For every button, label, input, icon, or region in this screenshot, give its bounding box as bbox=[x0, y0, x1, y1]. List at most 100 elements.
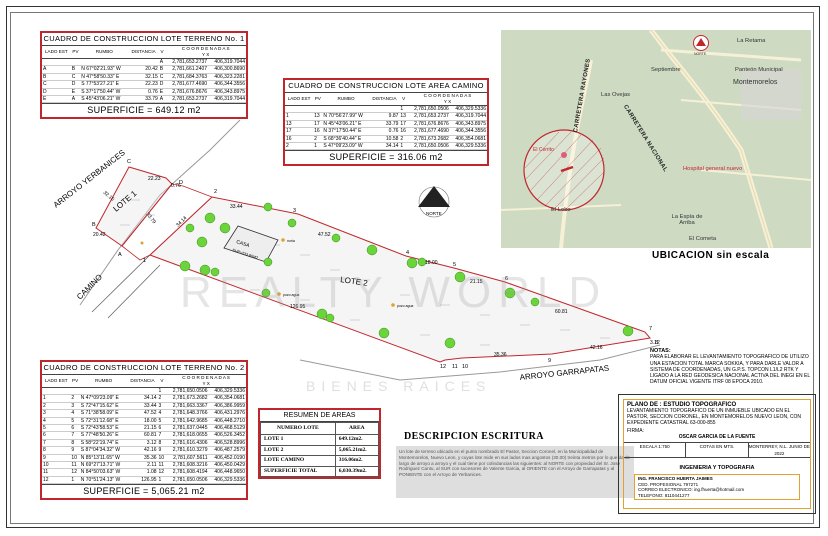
table-cell: S 72°47'15.62" E bbox=[79, 402, 128, 411]
dist-label: 47.52 bbox=[318, 232, 331, 238]
map-roads bbox=[501, 30, 811, 248]
table-cell: 16 bbox=[399, 127, 408, 136]
lote2-polygon bbox=[149, 196, 651, 363]
north-label: NORTE bbox=[426, 211, 442, 216]
resumen-title: RESUMEN DE AREAS bbox=[260, 410, 379, 422]
table-cell: 3 bbox=[42, 409, 71, 418]
table-cell: 406,431.2976 bbox=[208, 409, 246, 418]
col-header: PV bbox=[70, 46, 81, 59]
arroyo-yerbanices-line bbox=[79, 119, 241, 306]
table-cell: 406,300.8690 bbox=[208, 65, 246, 74]
coord-header-text: C O O R D E N A D A S bbox=[423, 93, 472, 98]
table-cell: 406,343.8975 bbox=[208, 88, 246, 97]
table-cell: 406,354.0681 bbox=[449, 135, 487, 144]
table-cell: 2,781,607.5611 bbox=[166, 454, 209, 463]
table-cell: 1 bbox=[70, 476, 80, 485]
table-cell: 2,781,676.8676 bbox=[408, 120, 450, 129]
resumen-cell: 5,065.21m2. bbox=[334, 444, 380, 456]
col-header-y: Y bbox=[202, 381, 206, 386]
notas-text: PARA ELABORAR EL LEVANTAMIENTO TOPOGRAFI… bbox=[650, 354, 810, 386]
vertex-label: D bbox=[179, 180, 183, 186]
coord-header-text: C O O R D E N A D A S bbox=[182, 375, 230, 380]
col-header: PV bbox=[70, 375, 80, 388]
col-header: V bbox=[158, 46, 166, 59]
table-cell bbox=[42, 58, 71, 67]
pozo-label-2: pozo agua bbox=[397, 304, 413, 308]
table-cell: 406,319.7044 bbox=[449, 112, 487, 121]
casa-label: CASA bbox=[235, 239, 250, 249]
vertex-label: B bbox=[92, 222, 96, 228]
north-arrow-icon bbox=[418, 186, 450, 218]
plano-ing: ING. FRANCISCO HUERTA JAIMES bbox=[638, 476, 713, 481]
title-block-inner: PLANO DE : ESTUDIO TOPOGRAFICO LEVANTAMI… bbox=[623, 399, 811, 509]
col-header: PV bbox=[313, 93, 323, 106]
table-cell: 2,781,653.2737 bbox=[165, 95, 209, 104]
outer-frame bbox=[6, 6, 820, 528]
plano-responsable: OSCAR GARCIA DE LA FUENTE bbox=[678, 434, 756, 440]
table-cell: 13 bbox=[285, 120, 314, 129]
table-cell: N 85°13'11.65" W bbox=[79, 454, 128, 463]
table-cell: 4 bbox=[157, 409, 167, 418]
table-cell: 10 bbox=[42, 461, 71, 470]
table-cell: 0.76 bbox=[128, 88, 159, 97]
dist-label: 22.23 bbox=[148, 176, 161, 182]
watermark-sub: BIENES RAICES bbox=[306, 378, 492, 394]
table-cell: 2 bbox=[285, 142, 314, 151]
col-header: LADO EST bbox=[42, 375, 71, 388]
resumen-cell: 6,030.39m2. bbox=[334, 465, 380, 477]
table-cell: 16 bbox=[285, 135, 314, 144]
table-cell: 406,468.5129 bbox=[208, 424, 246, 433]
col-header-x: X bbox=[206, 52, 210, 57]
table-cell bbox=[70, 58, 81, 67]
table-cell: 17 bbox=[313, 120, 323, 129]
table-cell: S 77°53'27.21" E bbox=[80, 80, 129, 89]
table-cell: 406,329.5336 bbox=[449, 142, 487, 151]
trees bbox=[179, 202, 634, 349]
vertex-label: 10 bbox=[462, 364, 468, 370]
table-cell: 2,781,608.3216 bbox=[166, 461, 209, 470]
arroyo-garrapatas-label: ARROYO GARRAPATAS bbox=[519, 364, 609, 382]
table-cell: 8 bbox=[157, 439, 167, 448]
col-header: DISTANCIA bbox=[127, 375, 158, 388]
table-cell: A bbox=[158, 95, 166, 104]
camino-polygon bbox=[121, 183, 213, 261]
table-cell: N 37°17'50.44" E bbox=[322, 127, 370, 136]
table-cell: 8 bbox=[70, 439, 80, 448]
table-cell: S 72°43'58.53" E bbox=[79, 424, 128, 433]
table-cell: 2,781,616.4306 bbox=[166, 439, 209, 448]
vertex-label: 4 bbox=[406, 250, 409, 256]
table-cell bbox=[369, 105, 400, 114]
location-map[interactable]: NORTE La Retama Septiembre Panteón Munic… bbox=[501, 30, 811, 248]
table-cell: 7 bbox=[70, 431, 80, 440]
dist-label: 42.16 bbox=[590, 345, 603, 351]
map-label-montemorelos: Montemorelos bbox=[733, 79, 778, 86]
camino-line-1 bbox=[91, 254, 151, 313]
table-cell: 3 bbox=[157, 402, 167, 411]
table-cell: N 70°56'27.99" W bbox=[322, 112, 370, 121]
table-cell: 33.79 bbox=[369, 120, 400, 129]
table-cell: 406,344.3556 bbox=[449, 127, 487, 136]
table-cell: 2,781,663.3367 bbox=[166, 402, 209, 411]
table-cell: 406,343.8975 bbox=[449, 120, 487, 129]
col-header: DISTANCIA bbox=[369, 93, 400, 106]
lote2-table-title: CUADRO DE CONSTRUCCION LOTE TERRENO No. … bbox=[42, 362, 246, 375]
table-cell: 5 bbox=[70, 417, 80, 426]
table-cell: 3.12 bbox=[127, 439, 158, 448]
table-cell: 10.58 bbox=[369, 135, 400, 144]
table-cell: 2,781,676.8676 bbox=[165, 88, 209, 97]
table-cell: 9 bbox=[70, 446, 80, 455]
table-cell: 1 bbox=[399, 142, 408, 151]
lote2-superficie: SUPERFICIE = 5,065.21 m2 bbox=[42, 484, 246, 498]
north-map-icon bbox=[693, 35, 709, 51]
plano-escala: ESCALA 1:750 bbox=[624, 443, 687, 457]
table-cell: 406,329.5336 bbox=[449, 105, 487, 114]
table-cell: 2 bbox=[313, 135, 323, 144]
table-cell: 2,781,673.2682 bbox=[408, 135, 450, 144]
col-header: DISTANCIA bbox=[128, 46, 159, 59]
